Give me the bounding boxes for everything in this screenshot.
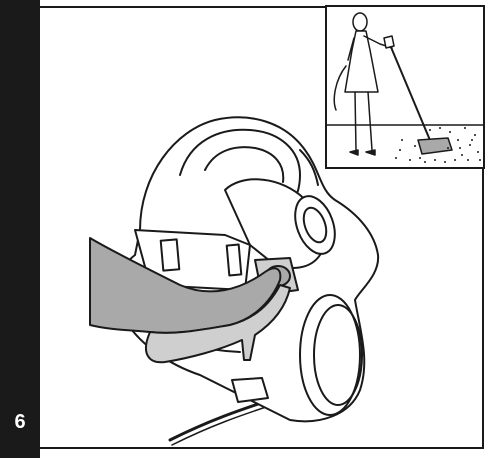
woman-vacuuming-carpet-illustration — [326, 6, 484, 168]
